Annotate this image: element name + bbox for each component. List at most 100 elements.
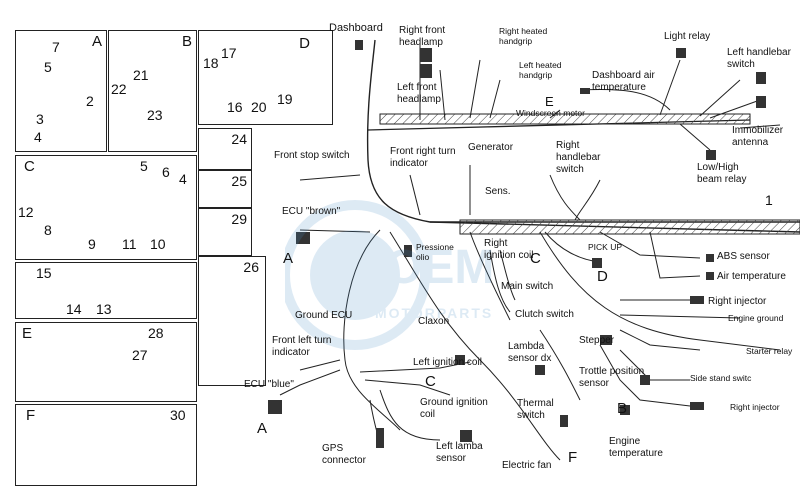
label-dashboard-air-temp: Dashboard air temperature [592,70,655,93]
part-num: 4 [34,129,42,145]
label-main-switch: Main switch [501,281,554,292]
panel-25: 25 [198,170,252,208]
label-engine-temperature: Engine temperature [609,436,663,459]
part-num: 21 [133,67,149,83]
label-right-injector: Right injector [708,296,767,307]
letter-a-main2: A [257,420,268,437]
part-num: 30 [170,407,186,423]
letter-b-main: B [617,400,628,417]
label-ecu-blue: ECU "blue" [244,379,294,390]
panel-e-letter: E [22,325,33,342]
part-num: 16 [227,99,243,115]
label-windscreen-motor: Windscreen motor [516,108,585,118]
panel-e: E 28 27 [15,322,197,402]
part-num: 5 [140,158,148,174]
letter-a-main: A [283,250,294,267]
part-num: 25 [231,173,247,189]
label-front-right-turn: Front right turn indicator [390,146,456,169]
label-trottle-position: Trottle position sensor [579,366,645,389]
label-lambda-sensor-dx: Lambda sensor dx [508,341,552,364]
part-num: 18 [203,55,219,71]
label-engine-ground: Engine ground [728,313,784,323]
watermark-text-sub: MOTORPARTS [375,305,494,321]
panel-26: 26 [198,256,266,386]
panel-d: D 17 18 16 20 19 [198,30,333,125]
part-num: 9 [88,236,96,252]
label-left-heated-handgrip: Left heated handgrip [519,60,562,80]
panel-a: A 7 5 2 3 4 [15,30,107,152]
letter-1: 1 [765,192,773,208]
part-num: 15 [36,265,52,281]
part-num: 23 [147,107,163,123]
part-num: 4 [179,171,187,187]
label-stepper: Stepper [579,335,615,346]
label-generator: Generator [468,142,514,153]
letter-e: E [545,94,554,109]
panel-d-letter: D [299,35,310,52]
label-left-lamba-sensor: Left lamba sensor [436,441,483,464]
label-left-front-headlamp: Left front headlamp [397,82,441,105]
part-num: 10 [150,236,166,252]
part-num: 26 [243,259,259,275]
letter-f-main: F [568,449,578,466]
label-light-relay: Light relay [664,31,711,42]
part-num: 17 [221,45,237,61]
label-front-left-turn: Front left turn indicator [272,335,332,358]
panel-24: 24 [198,128,252,170]
label-ground-ecu: Ground ECU [295,310,353,321]
panel-f-letter: F [26,407,36,424]
letter-c-main: C [530,250,541,267]
part-num: 13 [96,301,112,317]
label-pressione-olio: Pressione olio [416,242,454,262]
label-right-front-headlamp: Right front headlamp [399,25,446,48]
label-gps-connector: GPS connector [322,443,366,466]
panel-13: 15 14 13 [15,262,197,319]
label-abs-sensor: ABS sensor [717,251,770,262]
label-claxon: Claxon [418,316,450,327]
letter-d-main: D [597,268,608,285]
label-right-ignition-coil: Right ignition coil [484,238,534,261]
part-num: 3 [36,111,44,127]
panel-a-letter: A [91,33,102,50]
label-immobilizer: Immobilizer antenna [732,125,784,148]
panel-c: C 5 6 4 12 8 9 11 10 [15,155,197,260]
part-num: 12 [18,204,34,220]
part-num: 14 [66,301,82,317]
part-num: 6 [162,164,170,180]
letter-c-main2: C [425,373,436,390]
label-thermal-switch: Thermal switch [517,398,554,421]
part-num: 8 [44,222,52,238]
part-num: 28 [148,325,164,341]
part-num: 29 [231,211,247,227]
panel-c-letter: C [24,158,35,175]
label-pick-up: PICK UP [588,242,623,252]
part-num: 2 [86,93,94,109]
label-low-high-beam: Low/High beam relay [697,162,747,185]
watermark-text-main: OEM [385,241,495,294]
part-num: 5 [44,59,52,75]
label-side-stand: Side stand switc [690,373,752,383]
panel-f: F 30 [15,404,197,486]
label-right-handlebar-switch: Right handlebar switch [556,140,601,175]
part-num: 19 [277,91,293,107]
label-left-handlebar-switch: Left handlebar switch [727,47,791,70]
label-starter-relay: Starter relay [746,346,793,356]
part-num: 11 [122,236,137,252]
part-num: 7 [52,39,60,55]
label-right-injector-2: Right injector [730,402,780,412]
panel-b: B 21 22 23 [108,30,197,152]
part-num: 20 [251,99,267,115]
label-clutch-switch: Clutch switch [515,309,574,320]
panel-29: 29 [198,208,252,256]
label-air-temperature: Air temperature [717,271,786,282]
label-dashboard: Dashboard [329,22,383,34]
label-ecu-brown: ECU "brown" [282,206,341,217]
watermark: OEM MOTORPARTS [285,200,525,350]
label-electric-fan: Electric fan [502,460,552,471]
part-num: 27 [132,347,148,363]
panel-b-letter: B [181,33,192,50]
label-right-heated-handgrip: Right heated handgrip [499,26,548,46]
part-num: 24 [231,131,247,147]
label-ground-ignition-coil: Ground ignition coil [420,397,488,420]
part-num: 22 [111,81,127,97]
